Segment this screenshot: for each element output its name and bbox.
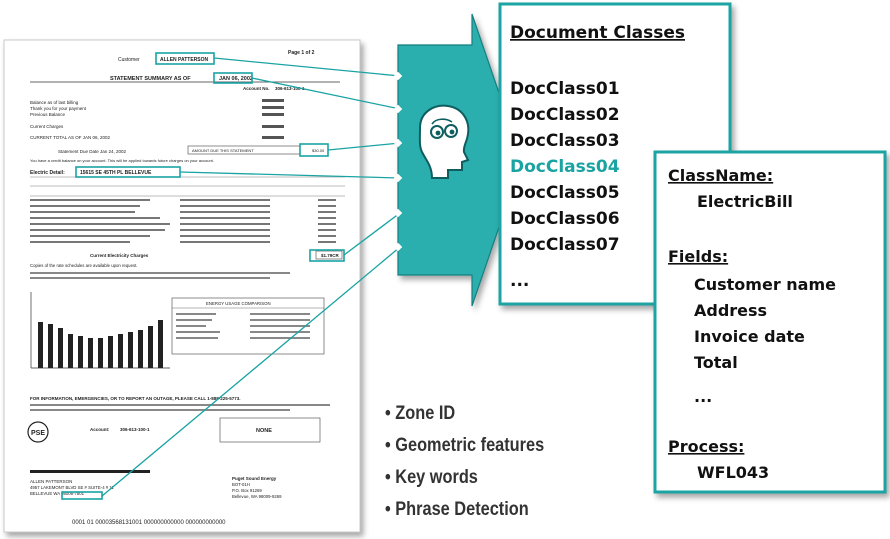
none-label: NONE xyxy=(256,428,272,434)
brain-head-icon xyxy=(418,104,470,179)
rate-note: Copies of the rate schedules are availab… xyxy=(30,263,138,268)
summary-date: JAN 06, 2002 xyxy=(219,76,253,82)
process-value: WFL043 xyxy=(697,463,769,482)
account-number: 306-613-100-1 xyxy=(275,86,305,91)
zone-box-total xyxy=(309,249,345,262)
doc-class-ellipsis: ... xyxy=(510,271,529,291)
feature-list: Zone ID Geometric features Key words Phr… xyxy=(385,398,544,526)
doc-class-item[interactable]: DocClass05 xyxy=(510,183,620,203)
summary-line: Previous Balance xyxy=(30,112,66,117)
connector-lines xyxy=(101,57,401,497)
field-item: Invoice date xyxy=(694,327,805,346)
pse-logo: PSE xyxy=(27,421,49,443)
classname-label: ClassName: xyxy=(668,166,773,185)
process-label: Process: xyxy=(668,437,744,456)
field-item: Customer name xyxy=(694,275,836,294)
credit-text: You have a credit balance on your accoun… xyxy=(30,158,214,163)
field-item: Total xyxy=(694,353,738,372)
usage-comparison-box: ENERGY USAGE COMPARISON xyxy=(171,297,325,355)
svg-text:PSE: PSE xyxy=(31,430,45,437)
classname-value: ElectricBill xyxy=(697,192,793,211)
feature-item: Phrase Detection xyxy=(385,494,544,526)
mail-address-line: 4957 LAKEMONT BLVD SE # SUITE-4 # 11 xyxy=(30,485,114,490)
current-charges-label: Current Electricity Charges xyxy=(90,253,149,258)
postal-barcode xyxy=(30,470,150,473)
account-label: Account No. xyxy=(243,86,270,91)
summary-line: Thank you for your payment xyxy=(30,106,87,111)
current-total: $1.79CR xyxy=(321,253,340,258)
feature-item: Key words xyxy=(385,462,544,494)
service-address: 15615 SE 45TH PL BELLEVUE xyxy=(80,170,152,176)
company-address-line: P.O. Box 91269 xyxy=(232,488,262,493)
company-name: Puget Sound Energy xyxy=(232,476,277,481)
customer-name: ALLEN PATTERSON xyxy=(160,57,209,63)
amount-due-label: AMOUNT DUE THIS STATEMENT xyxy=(192,148,254,153)
mail-name: ALLEN PATTERSON xyxy=(30,479,72,484)
doc-class-item[interactable]: DocClass06 xyxy=(510,209,620,229)
acct-label: Account: xyxy=(90,427,110,432)
feature-item: Geometric features xyxy=(385,430,544,462)
detail-rows xyxy=(30,199,336,243)
due-date-text: Statement Due Date Jan 24, 2002 xyxy=(58,149,127,154)
doc-class-item[interactable]: DocClass01 xyxy=(510,79,620,99)
zone-markers xyxy=(393,71,403,252)
doc-class-item[interactable]: DocClass02 xyxy=(510,105,620,125)
document-classes-title: Document Classes xyxy=(510,23,685,43)
scan-line: 0001 01 00003568131001 000000000000 0000… xyxy=(72,520,226,526)
electric-detail-label: Electric Detail: xyxy=(30,170,65,176)
class-detail-panel: ClassName: ElectricBill Fields: Customer… xyxy=(653,150,887,494)
doc-class-list: DocClass01 DocClass02 DocClass03 DocClas… xyxy=(510,79,620,291)
fields-label: Fields: xyxy=(668,247,728,266)
acct-number: 306-613-100-1 xyxy=(120,427,150,432)
amount-due-value: $30.00 xyxy=(312,148,325,153)
feature-item: Zone ID xyxy=(385,398,544,430)
field-list: Customer name Address Invoice date Total… xyxy=(694,275,836,406)
summary-lines: Balance as of last billing Thank you for… xyxy=(30,99,284,140)
usage-chart xyxy=(30,292,170,369)
customer-label: Customer xyxy=(118,57,140,63)
company-address-line: BOT-01H xyxy=(232,482,250,487)
page-number: Page 1 of 2 xyxy=(288,50,315,56)
field-item: Address xyxy=(694,301,767,320)
summary-title: STATEMENT SUMMARY AS OF xyxy=(110,76,191,82)
summary-line: Current Charges xyxy=(30,124,64,129)
scanned-bill: Customer ALLEN PATTERSON Page 1 of 2 STA… xyxy=(3,39,361,533)
usage-title: ENERGY USAGE COMPARISON xyxy=(206,301,271,306)
company-address-line: Bellevue, WA 98009-9269 xyxy=(232,494,282,499)
bill-page xyxy=(3,39,361,533)
field-ellipsis: ... xyxy=(694,387,712,406)
doc-class-item[interactable]: DocClass03 xyxy=(510,131,620,151)
summary-line: CURRENT TOTAL AS OF JAN 06, 2002 xyxy=(30,135,111,140)
doc-class-item[interactable]: DocClass07 xyxy=(510,235,620,255)
doc-class-item-highlighted[interactable]: DocClass04 xyxy=(510,157,620,177)
summary-line: Balance as of last billing xyxy=(30,100,79,105)
outage-text: FOR INFORMATION, EMERGENCIES, OR TO REPO… xyxy=(30,396,241,401)
mail-address-line: BELLEVUE WA 98006-7801 xyxy=(30,491,85,496)
